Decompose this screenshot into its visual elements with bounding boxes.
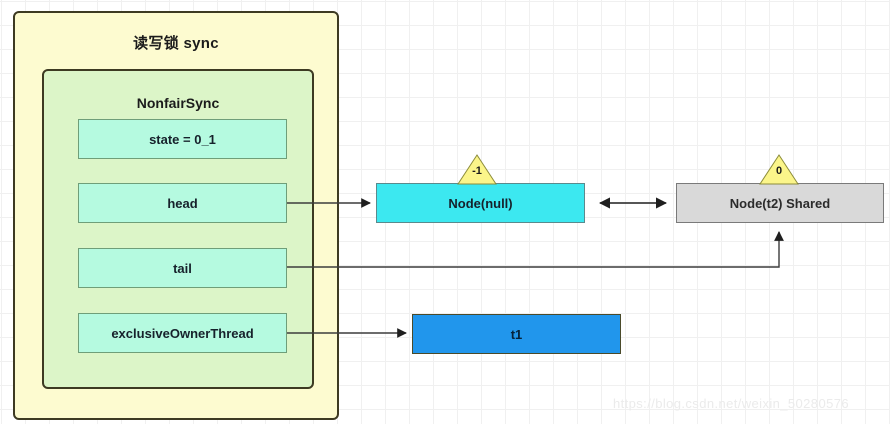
waitstatus-triangle-node-t2: 0 bbox=[759, 154, 799, 185]
sync-title: 读写锁 sync bbox=[133, 35, 219, 52]
edge-tail-to-node-t2 bbox=[287, 231, 784, 268]
waitstatus-triangle-node-null: -1 bbox=[457, 154, 497, 185]
nonfairsync-title: NonfairSync bbox=[136, 95, 220, 111]
node-null-box: Node(null) bbox=[376, 183, 585, 223]
field-head: head bbox=[78, 183, 287, 223]
watermark: https://blog.csdn.net/weixin_50280576 bbox=[613, 396, 849, 411]
thread-t1-box: t1 bbox=[412, 314, 621, 354]
field-state: state = 0_1 bbox=[78, 119, 287, 159]
field-exclusive-owner-thread: exclusiveOwnerThread bbox=[78, 313, 287, 353]
field-tail: tail bbox=[78, 248, 287, 288]
node-t2-shared-box: Node(t2) Shared bbox=[676, 183, 884, 223]
